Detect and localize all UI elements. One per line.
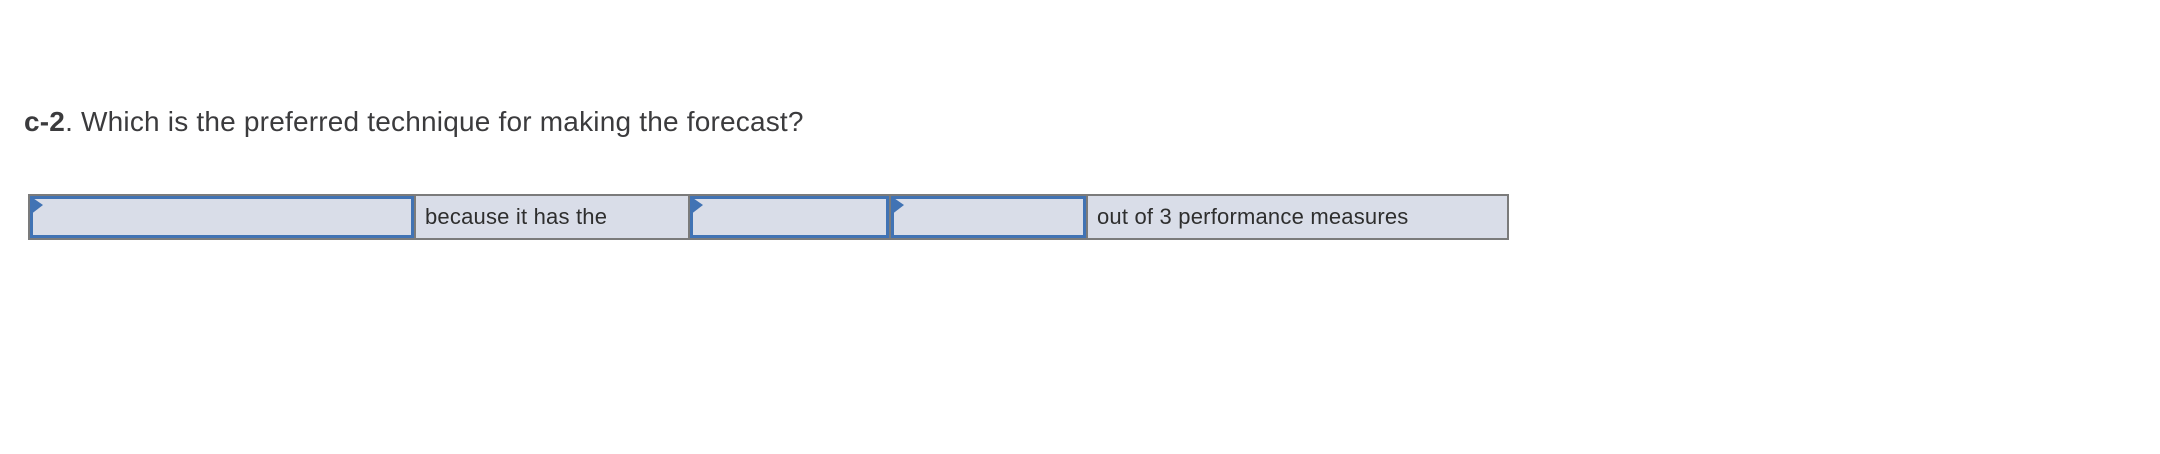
question-text: c-2. Which is the preferred technique fo… xyxy=(24,104,804,140)
drop-zone-flag-icon xyxy=(690,196,703,215)
answer-dropdown-2[interactable] xyxy=(688,194,891,240)
question-body: . Which is the preferred technique for m… xyxy=(65,106,804,137)
drop-zone-flag-icon xyxy=(30,196,43,215)
question-number: c-2 xyxy=(24,106,66,137)
static-text-label: because it has the xyxy=(425,204,608,229)
answer-table-row: because it has the out of 3 performance … xyxy=(28,194,1509,240)
static-text-label: out of 3 performance measures xyxy=(1097,204,1409,229)
answer-dropdown-3[interactable] xyxy=(889,194,1088,240)
answer-dropdown-1[interactable] xyxy=(28,194,416,240)
drop-zone-flag-icon xyxy=(891,196,904,215)
answer-dropdown-2-field[interactable] xyxy=(690,196,889,238)
static-text-cell: because it has the xyxy=(414,194,690,240)
answer-dropdown-1-field[interactable] xyxy=(30,196,414,238)
answer-dropdown-3-field[interactable] xyxy=(891,196,1086,238)
static-text-cell: out of 3 performance measures xyxy=(1086,194,1509,240)
